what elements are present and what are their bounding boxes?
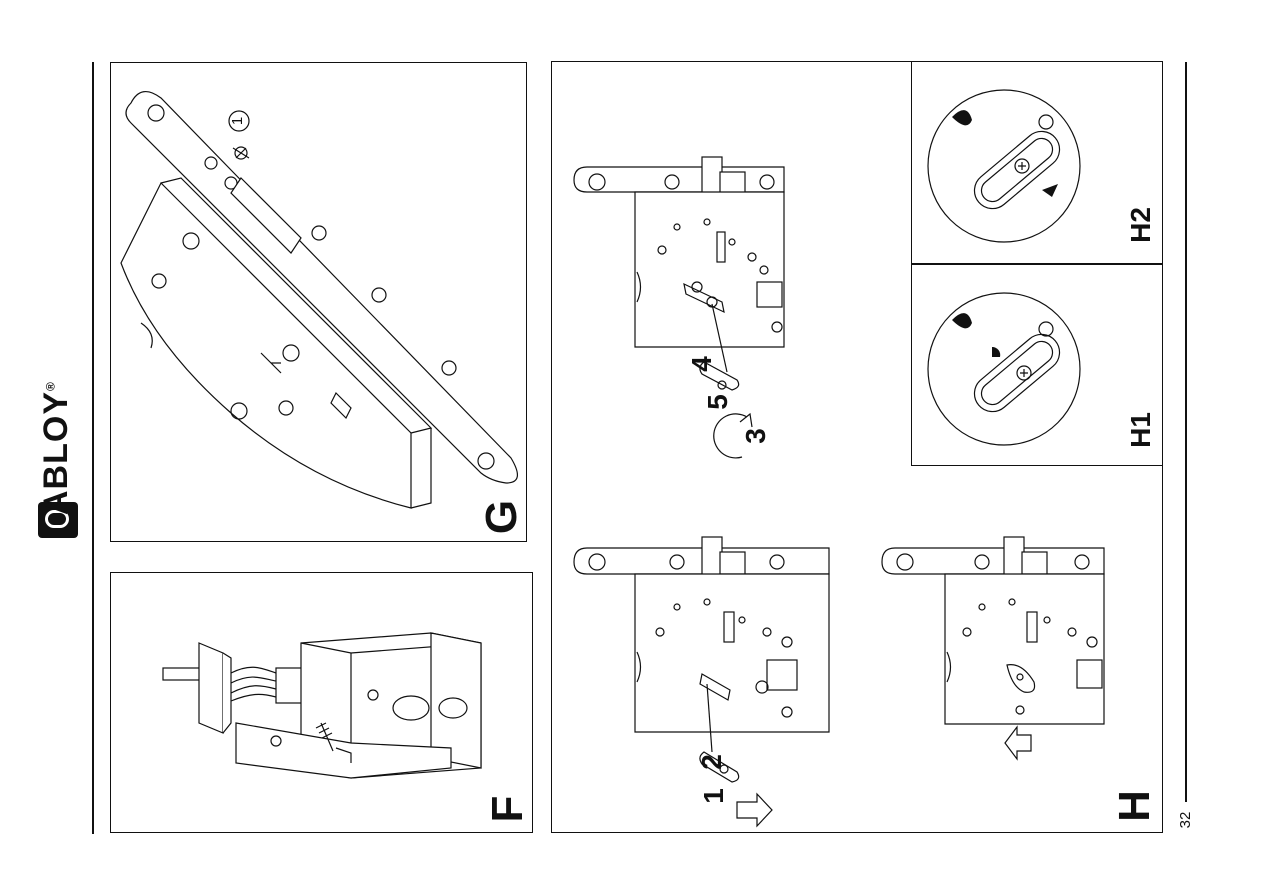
figure-f-panel: F <box>110 572 533 833</box>
brand-logo: ABLOY® <box>12 360 92 550</box>
figure-h1-label: H1 <box>1125 408 1155 452</box>
lock-view-top <box>574 157 784 458</box>
brand-name: ABLOY <box>37 391 75 515</box>
figure-g-callout: 1 <box>229 113 249 129</box>
lock-view-bottom-right <box>882 537 1104 759</box>
figure-g-panel: 1 G <box>110 62 527 542</box>
step-5-label: 5 <box>702 392 726 412</box>
figure-h2-label: H2 <box>1125 203 1155 247</box>
figure-f-drawing <box>111 573 534 834</box>
step-4-label: 4 <box>686 354 710 374</box>
page-number: 32 <box>1177 805 1197 835</box>
figure-h-label: H <box>1110 784 1154 828</box>
step-2-label: 2 <box>696 752 720 772</box>
step-3-label: 3 <box>740 426 764 446</box>
figure-g-label: G <box>477 497 521 537</box>
step-1-label: 1 <box>698 786 722 806</box>
figure-f-label: F <box>483 789 527 829</box>
right-rule <box>1185 62 1187 802</box>
figure-h1-panel: H1 <box>911 264 1163 466</box>
brand-registered: ® <box>44 381 58 391</box>
figure-h2-panel: H2 <box>911 61 1163 264</box>
left-rule <box>92 62 94 834</box>
lock-view-bottom-left <box>574 537 829 826</box>
figure-g-drawing <box>111 63 528 543</box>
